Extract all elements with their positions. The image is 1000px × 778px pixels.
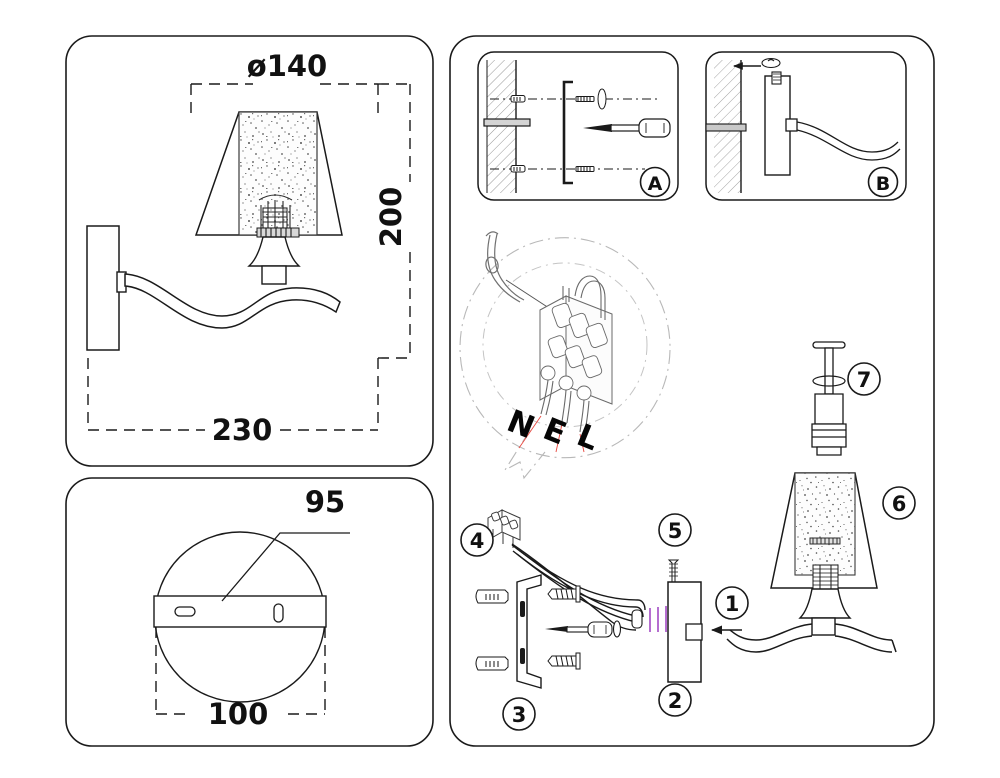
front-view-panel	[65, 35, 434, 467]
screw-lower-a	[575, 166, 595, 172]
steps-panel	[449, 35, 935, 747]
badge-step-a-label: A	[648, 173, 663, 195]
terminal-wires-bottom	[540, 379, 590, 434]
base-plate-slots	[174, 603, 284, 623]
plate-arm-socket	[685, 623, 703, 641]
dimension-diameter-lines	[190, 83, 379, 113]
badge-callout-3: 3	[502, 697, 536, 731]
badge-callout-5-label: 5	[668, 519, 683, 543]
mounting-bracket-a	[562, 80, 573, 185]
bracket-edge-a	[483, 118, 531, 127]
lamp-arm-right	[726, 623, 897, 653]
terminal-wires-top	[562, 275, 606, 320]
bulb-filament-right	[809, 537, 841, 545]
badge-callout-6-label: 6	[892, 492, 907, 516]
item-4-wire-harness: 4	[460, 509, 667, 632]
step-b-subpanel: B	[705, 51, 907, 201]
bulb-filament	[258, 194, 293, 229]
badge-callout-1: 1	[715, 586, 749, 620]
fixing-screw-b	[761, 57, 782, 85]
wall-anchor-upper	[475, 589, 509, 604]
wall-anchor-lower	[475, 656, 509, 671]
mounting-bracket	[516, 574, 542, 689]
front-elevation-drawing: ø140 200 230	[86, 49, 411, 447]
dimension-projection-label: 230	[212, 413, 273, 447]
socket-thread-right	[812, 564, 839, 590]
wire-accent-strands	[649, 606, 667, 632]
lamp-glass-inner-right	[794, 472, 856, 576]
dimension-100-lines	[155, 627, 326, 715]
terminal-label-leaders	[518, 415, 585, 453]
dimension-plate-length-label: 95	[305, 485, 345, 519]
dimension-projection-lines	[87, 358, 379, 431]
connector-lead-cable	[485, 231, 525, 303]
badge-callout-3-label: 3	[512, 703, 527, 727]
dimension-canopy-diameter-label: 100	[208, 697, 269, 731]
wall-screw-b	[705, 123, 747, 132]
badge-callout-7-label: 7	[857, 368, 872, 392]
arm-joint-b	[785, 118, 798, 132]
item-3-mounting-hardware: 3	[475, 574, 622, 731]
badge-callout-7: 7	[847, 362, 881, 396]
mounting-screw-lower	[547, 652, 581, 670]
badge-step-b-label: B	[876, 173, 890, 195]
terminal-label-e: E	[538, 411, 571, 452]
base-plan-drawing: 95 100	[153, 485, 350, 731]
dimension-95-leader	[221, 532, 350, 602]
badge-callout-6: 6	[882, 486, 916, 520]
lamp-socket-body-right	[798, 588, 852, 636]
anchor-upper-a	[510, 95, 526, 103]
item-1-assembly-arrow: 1	[710, 586, 749, 635]
curved-arm	[124, 273, 341, 329]
badge-callout-5: 5	[658, 513, 692, 547]
step-a-subpanel: A	[477, 51, 679, 201]
dimension-height-lines	[378, 83, 411, 359]
item-5-fixing-screw: 5	[658, 513, 692, 585]
wiring-detail-callout: N E L	[459, 231, 671, 480]
item-6-lamp-assembly: 6	[726, 472, 916, 653]
screw-upper-a	[575, 88, 607, 110]
socket-cap	[256, 227, 300, 238]
screwdriver-icon	[545, 620, 622, 638]
lamp-glass-inner	[238, 111, 318, 236]
bulb-ring	[812, 375, 846, 387]
badge-callout-1-label: 1	[725, 592, 740, 616]
terminal-cells	[540, 302, 608, 401]
badge-step-a: A	[639, 166, 671, 198]
wall-mount-plate	[86, 225, 120, 351]
panel-frames	[65, 35, 935, 747]
wire-ferrules	[631, 609, 643, 629]
anchor-lower-a	[510, 165, 526, 173]
dimension-diameter-label: ø140	[247, 49, 327, 83]
item-2-wall-plate: 2	[658, 581, 703, 717]
mounting-screw-upper	[547, 585, 581, 603]
screwdriver-icon-a	[583, 118, 671, 138]
lamp-socket-body	[247, 236, 301, 285]
badge-step-b: B	[867, 166, 899, 198]
badge-callout-2-label: 2	[668, 689, 683, 713]
badge-callout-2: 2	[658, 683, 692, 717]
fixing-screw	[667, 559, 680, 585]
arm-curve-b	[796, 121, 901, 161]
base-view-panel	[65, 477, 434, 747]
badge-callout-4-label: 4	[470, 529, 485, 553]
item-7-bulb: 7	[811, 341, 881, 456]
badge-callout-4: 4	[460, 523, 494, 557]
zoom-bubble-outer	[459, 237, 671, 480]
dimension-height-label: 200	[374, 187, 408, 248]
zoom-bubble-inner	[482, 262, 648, 428]
bulb-base	[811, 393, 847, 456]
